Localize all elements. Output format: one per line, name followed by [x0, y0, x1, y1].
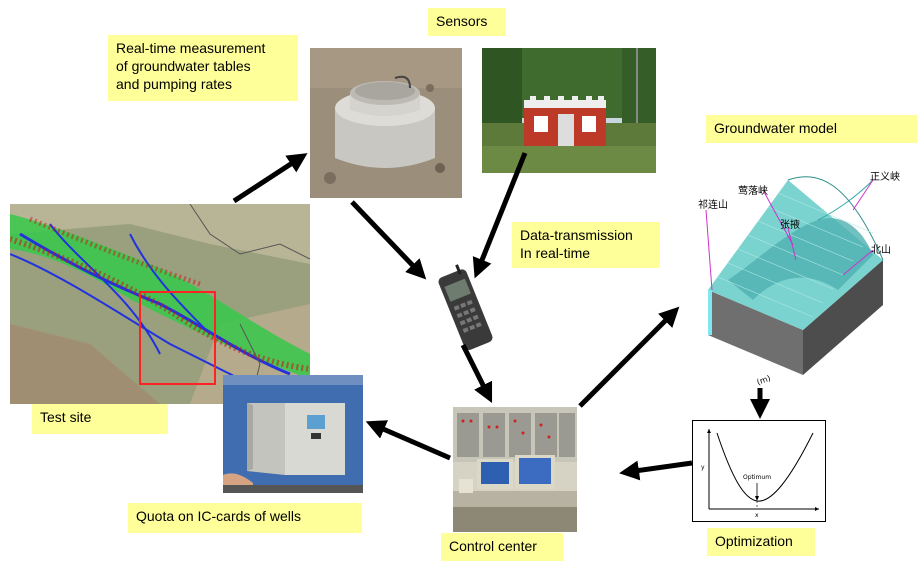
arrow-control-to-model — [578, 306, 680, 408]
groundwater-3d-model: 正义峡 莺落峡 祁连山 张掖 北山 (m) — [668, 150, 918, 390]
arrow-sensor-to-phone — [350, 200, 427, 280]
optimum-label: Optimum — [743, 474, 771, 481]
transmission-line-1: Data-transmission — [520, 227, 633, 243]
ic-card-cabinet-photo — [223, 375, 363, 493]
transmission-line-2: In real-time — [520, 245, 591, 261]
arrow-phone-to-control — [460, 343, 493, 404]
sensors-label: Sensors — [428, 8, 506, 36]
arrow-pumphouse-to-phone — [472, 152, 528, 279]
manhole-sensor-photo — [310, 48, 462, 198]
arrow-optimization-to-control — [619, 460, 693, 481]
test-site-satellite-image — [10, 204, 310, 404]
x-axis-label: x — [755, 512, 759, 519]
optimization-plot: Optimum y x — [692, 420, 826, 522]
realtime-measurement-label: Real-time measurement of groundwater tab… — [108, 35, 298, 101]
pump-house-photo — [482, 48, 656, 173]
realtime-line-3: and pumping rates — [116, 76, 232, 92]
place-name-zhengyixia: 正义峡 — [870, 170, 900, 183]
realtime-line-1: Real-time measurement — [116, 40, 266, 56]
control-center-label: Control center — [441, 533, 563, 561]
y-axis-label: y — [701, 464, 705, 471]
arrow-testsite-to-sensor — [232, 153, 308, 204]
realtime-line-2: of groundwater tables — [116, 58, 251, 74]
place-name-beishan: 北山 — [871, 244, 891, 256]
place-name-yingluoxia: 莺落峡 — [738, 184, 768, 197]
groundwater-model-label: Groundwater model — [706, 115, 917, 143]
optimization-label: Optimization — [707, 528, 815, 556]
data-transmission-label: Data-transmission In real-time — [512, 222, 660, 268]
control-center-photo — [453, 407, 577, 532]
quota-label: Quota on IC-cards of wells — [128, 503, 362, 533]
arrow-control-to-cabinet — [365, 420, 451, 461]
mobile-phone-photo — [428, 262, 506, 354]
test-site-label: Test site — [32, 404, 168, 434]
place-name-zhangye: 张掖 — [780, 218, 800, 231]
place-name-qilianshan: 祁连山 — [698, 198, 728, 211]
